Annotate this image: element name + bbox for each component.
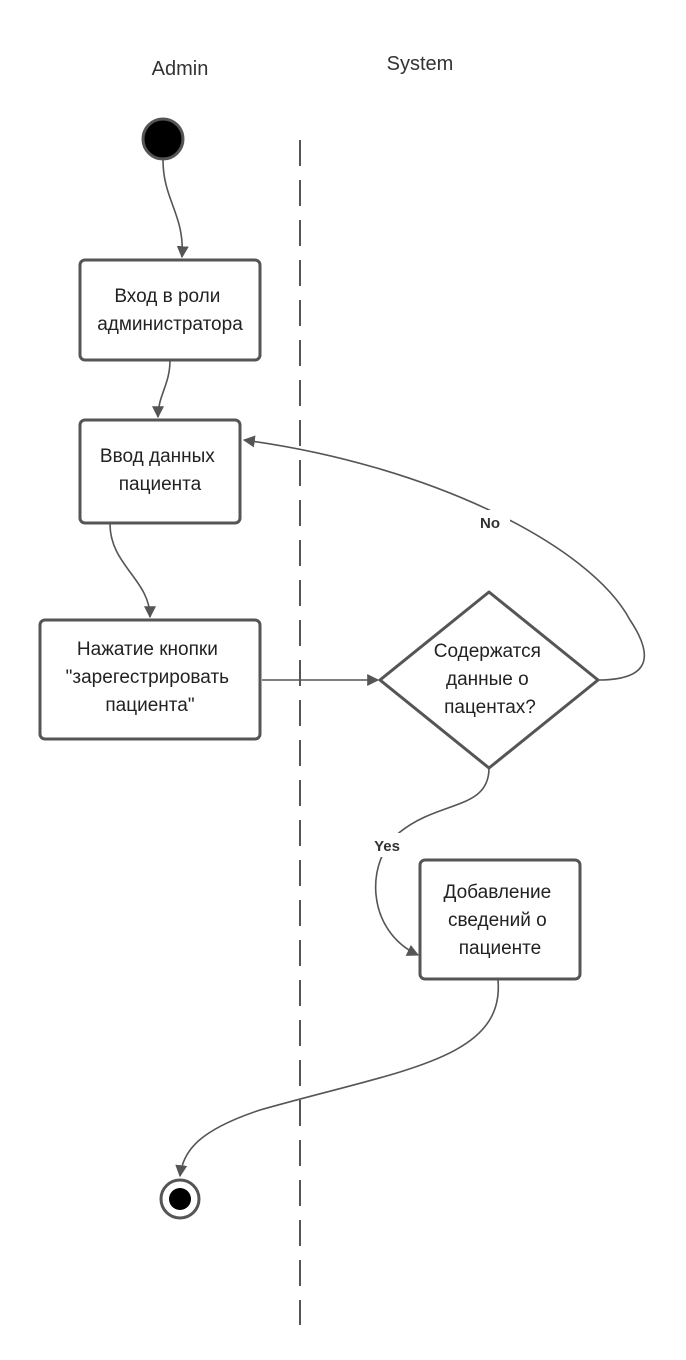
label-bg-yes [365, 833, 409, 857]
action-login-label: Вход в роли администратора [97, 286, 243, 335]
lane-title-admin: Admin [152, 58, 209, 80]
label-bg-no [472, 510, 510, 534]
action-press-register-label: Нажатие кнопки "зарегестрировать пациент… [66, 639, 235, 716]
decision-data-exists [378, 590, 600, 770]
lane-title-system: System [387, 53, 454, 75]
action-press-register [38, 618, 262, 741]
edge-input-to-press [109, 523, 156, 619]
action-add-info [418, 858, 582, 981]
decision-data-exists-label: Содержатся данные о пацентах? [434, 641, 547, 718]
action-input-data-label: Ввод данных пациента [100, 446, 220, 495]
action-add-info-label: Добавление сведений о пациенте [444, 882, 557, 959]
edge-start-to-login [162, 159, 189, 259]
edge-login-to-input [152, 359, 171, 419]
start-node [141, 117, 185, 161]
end-node [159, 1178, 201, 1220]
action-input-data [78, 418, 242, 525]
edge-label-no: No [480, 515, 500, 532]
edge-label-yes: Yes [374, 838, 400, 855]
edge-decision-no [242, 435, 646, 681]
edge-add-to-end [175, 979, 499, 1178]
action-login [78, 258, 262, 362]
edge-decision-yes [374, 767, 490, 956]
